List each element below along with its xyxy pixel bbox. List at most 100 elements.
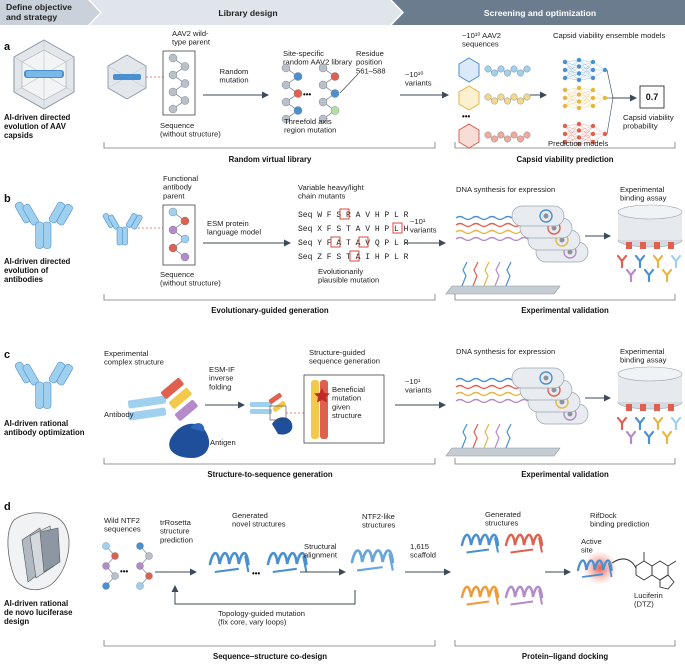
d-docking-illustration [576,552,677,590]
bead [497,93,505,101]
d-wild-ellipsis: ••• [120,567,128,576]
bead [168,243,178,253]
header-stage2-label: Library design [218,8,277,18]
bead [180,79,190,88]
a-residue-pointer [339,73,359,94]
d-bracket-right-label: Protein–ligand docking [522,652,608,661]
bead [491,97,498,105]
b-seq-x: Seq X F S T A V H P L H [298,225,409,234]
c-dna-synthesis-illustration [445,367,589,457]
b-antibody-icon [14,201,73,249]
bead [330,89,340,98]
c-bracket-left [103,458,436,465]
bead [180,234,190,244]
d-wild-sequence-beads: ••• [102,542,153,590]
bead [111,572,119,580]
bead [145,552,153,560]
bead [523,65,531,73]
bead [281,63,291,73]
b-mut-x [392,222,403,234]
a-library-beads-2 [318,63,340,124]
b-mut-y1 [330,236,341,248]
bead [318,97,328,107]
c-bracket-right-label: Experimental validation [521,470,609,479]
bead [293,72,303,81]
d-struct-ellipsis: ••• [252,569,260,578]
bead [510,65,518,73]
panel-b-letter: b [4,193,11,205]
bead [180,62,190,71]
c-binding-assay-illustration [616,366,683,445]
b-sequence-table: Seq W F S R A V H P L R Seq X F S T A V … [298,208,409,262]
bead [102,582,110,590]
bead [102,542,110,550]
bead [168,87,178,97]
c-bracket-left-label: Structure-to-sequence generation [207,470,332,479]
bead [510,93,518,101]
d-novel-structures [208,551,308,574]
bead [484,65,492,73]
a-neural-net-icons [562,57,614,147]
c-complex-structure [127,378,210,458]
bead [484,93,492,101]
bead [168,53,178,63]
a-parent-sequence-beads [168,53,190,114]
bead [497,131,505,139]
b-mut-z [349,250,360,262]
b-parent-antibody-icon [102,213,143,246]
bead [523,131,531,139]
a-ellipsis: ••• [303,90,311,99]
a-bracket-right-label: Capsid viability prediction [516,155,613,164]
a-screen-sequence-beads [484,65,531,143]
d-luciferin-molecule [635,552,677,590]
b-bracket-left [103,294,436,301]
b-parent-sequence-beads [168,207,190,262]
bead [517,69,524,77]
d-topology-label: Topology-guided mutation(fix core, vary … [218,609,305,627]
c-antibody-icon [14,361,73,409]
c-dna-label: DNA synthesis for expression [456,347,555,356]
bead [330,72,340,81]
bead [136,542,144,550]
d-ntf2-structure [350,549,395,572]
bead [504,135,511,143]
c-small-complex [250,392,293,435]
bead [504,97,511,105]
c-bracket-right [454,458,676,465]
d-docked-structure [576,559,613,578]
d-luciferin-label: Luciferin(DTZ) [634,591,663,609]
bead [318,63,328,73]
bead [281,80,291,90]
b-seq-y: Seq Y F A T A V Q P L R [298,239,409,248]
bead [168,225,178,235]
d-luciferase-icon [7,512,70,590]
a-capsid-stack: ••• [458,57,480,149]
bead [281,97,291,107]
bead [293,106,303,115]
a-stack-ellipsis: ••• [462,112,470,121]
a-parent-capsid-icon [107,54,147,100]
d-loop-arrow [171,585,356,605]
b-seq-w: Seq W F S R A V H P L R [298,211,409,220]
panel-a-letter: a [4,41,11,53]
panel-d-letter: d [4,501,11,513]
bead [510,131,518,139]
bead [180,252,190,262]
